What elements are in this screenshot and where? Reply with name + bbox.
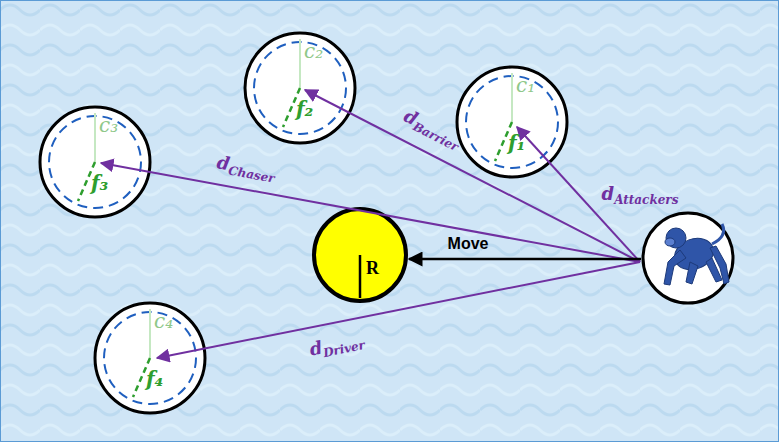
monkey-agent: [643, 213, 733, 303]
radius-label: R: [366, 259, 379, 277]
distance-symbol: d: [602, 183, 615, 204]
zone-outline: [455, 65, 569, 179]
agent-zone: c₁ f₁: [455, 65, 569, 179]
zone-circle: [457, 67, 567, 177]
distance-arrow: [157, 262, 640, 358]
zone-outline: [314, 209, 406, 301]
agent-zone: c₃ f₃: [38, 105, 152, 219]
target-zone: R: [314, 209, 406, 301]
role-subscript: Attackers: [614, 194, 678, 208]
distance-label: dAttackers: [602, 185, 679, 206]
move-arrow: [409, 258, 641, 261]
radius-label: f₃: [91, 173, 108, 193]
monkey-icon: [664, 224, 729, 285]
move-label: Move: [448, 236, 489, 252]
target-disc: [314, 209, 406, 301]
target-circle: [314, 209, 406, 301]
center-label: c₃: [99, 115, 118, 135]
zone-circle: [40, 107, 150, 217]
agent-zone: c₄ f₄: [93, 301, 207, 415]
zone-circle: [245, 33, 355, 143]
agent-zone: c₂ f₂: [243, 31, 357, 145]
center-label: c₂: [304, 41, 323, 61]
center-line: [299, 39, 301, 88]
zone-circle: [95, 303, 205, 413]
zone-outline: [93, 301, 207, 415]
distance-arrow: [101, 163, 640, 262]
radius-line: [359, 255, 362, 298]
center-line: [149, 309, 151, 358]
center-line: [511, 73, 513, 122]
action-label: Move: [448, 235, 489, 252]
zone-outline: [38, 105, 152, 219]
center-label: c₁: [516, 75, 535, 95]
radius-label: f₄: [146, 369, 163, 389]
agent-circle: [643, 213, 733, 303]
zone-outline: [243, 31, 357, 145]
radius-label: f₂: [296, 99, 313, 119]
center-line: [94, 113, 96, 162]
radius-label: f₁: [508, 133, 525, 153]
center-label: c₄: [154, 311, 173, 331]
